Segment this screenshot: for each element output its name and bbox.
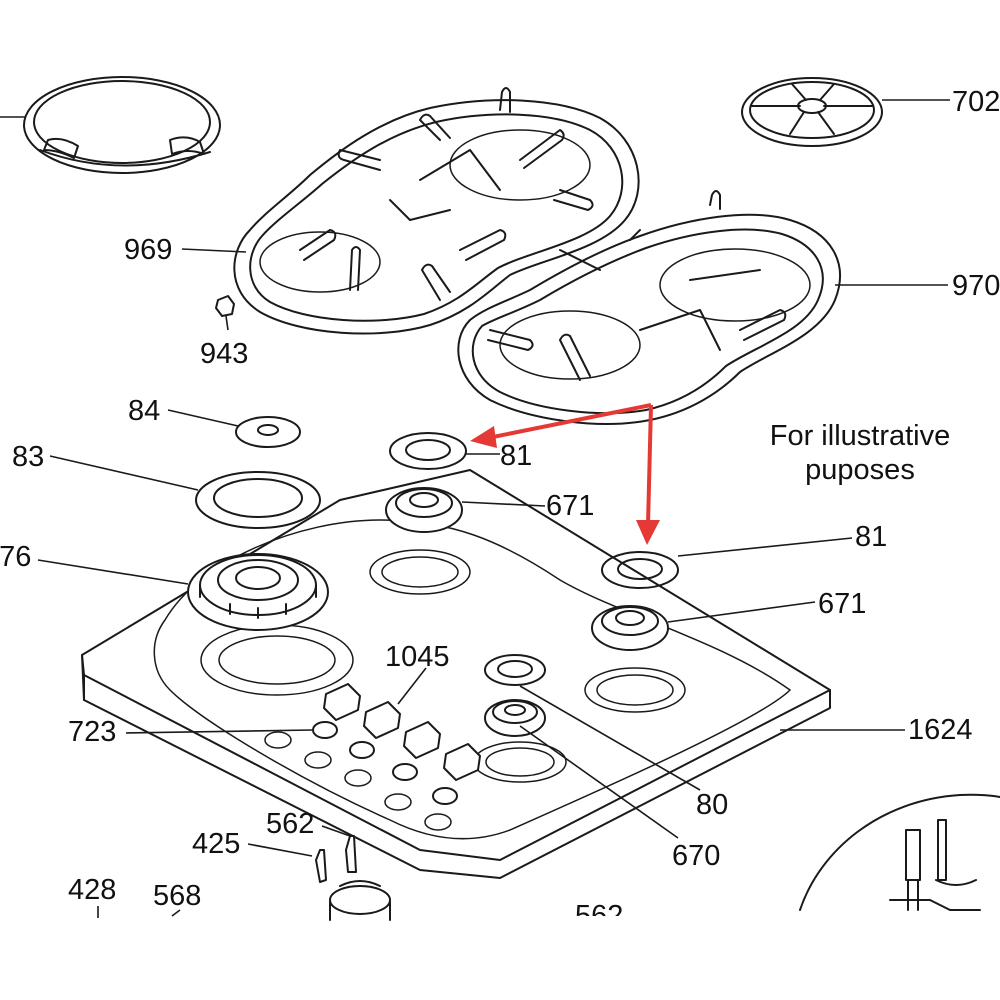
callout-81-top: 81 — [500, 440, 533, 472]
burner-ring-83 — [195, 471, 321, 529]
burner-676 — [187, 553, 329, 631]
burner-670 — [484, 699, 546, 737]
callout-671-top: 671 — [546, 490, 595, 522]
callout-723: 723 — [68, 716, 117, 748]
leader-line-943 — [225, 315, 229, 331]
note-line-1: For illustrative — [769, 420, 951, 452]
leader-line-562 — [321, 825, 351, 837]
callout-702: 702 — [952, 86, 1000, 118]
bezels-723 — [312, 721, 458, 805]
callout-84: 84 — [128, 395, 161, 427]
callout-425: 425 — [192, 828, 241, 860]
leader-line-80 — [519, 685, 701, 791]
callout-671-right: 671 — [818, 588, 867, 620]
detail-inset — [799, 793, 1000, 911]
callout-568: 568 — [153, 880, 202, 912]
note-line-2: puposes — [805, 453, 915, 486]
callout-562-lower: 562 — [575, 902, 623, 916]
leader-line-670 — [519, 725, 679, 839]
callout-970: 970 — [952, 270, 1000, 302]
leader-line-723 — [125, 729, 313, 734]
grate-969 — [233, 87, 640, 335]
cap-80 — [484, 654, 546, 686]
callout-80: 80 — [696, 789, 729, 821]
cap-81-right — [601, 551, 679, 589]
simmer-plate-702 — [741, 77, 883, 147]
callout-676: 676 — [0, 541, 32, 573]
cap-81-top — [389, 432, 467, 470]
callout-943: 943 — [200, 338, 249, 370]
knobs-1045 — [323, 683, 481, 781]
callout-83: 83 — [12, 441, 45, 473]
leader-line-84 — [167, 409, 239, 427]
callout-670: 670 — [672, 840, 721, 872]
callout-428: 428 — [68, 874, 117, 906]
leader-line-671-top — [461, 501, 546, 507]
leader-line-568 — [171, 909, 181, 917]
grate-970 — [457, 190, 841, 425]
callout-969: 969 — [124, 234, 173, 266]
burner-671-top — [385, 487, 463, 533]
leader-line-1045 — [397, 667, 427, 705]
burner-cap-84 — [235, 416, 301, 448]
clip-943 — [215, 295, 235, 317]
leader-line-81-right — [677, 537, 853, 557]
leader-line-83 — [49, 455, 199, 491]
callout-1045: 1045 — [385, 641, 450, 673]
callout-562-upper: 562 — [266, 808, 315, 840]
wok-support-ring — [23, 76, 221, 174]
callout-81-right: 81 — [855, 521, 888, 553]
callout-1624: 1624 — [908, 714, 973, 746]
burner-671-right — [591, 605, 669, 651]
illustrative-arrows — [470, 403, 660, 545]
leader-line-676 — [37, 559, 189, 585]
electrode-562 — [345, 835, 357, 873]
leader-line-671-right — [667, 601, 816, 623]
leader-line-969 — [181, 248, 247, 253]
leader-line-425 — [247, 843, 313, 857]
thermocouple-425 — [315, 849, 327, 883]
illustrative-note: For illustrative puposes — [755, 420, 965, 488]
valve-assembly — [329, 880, 391, 921]
